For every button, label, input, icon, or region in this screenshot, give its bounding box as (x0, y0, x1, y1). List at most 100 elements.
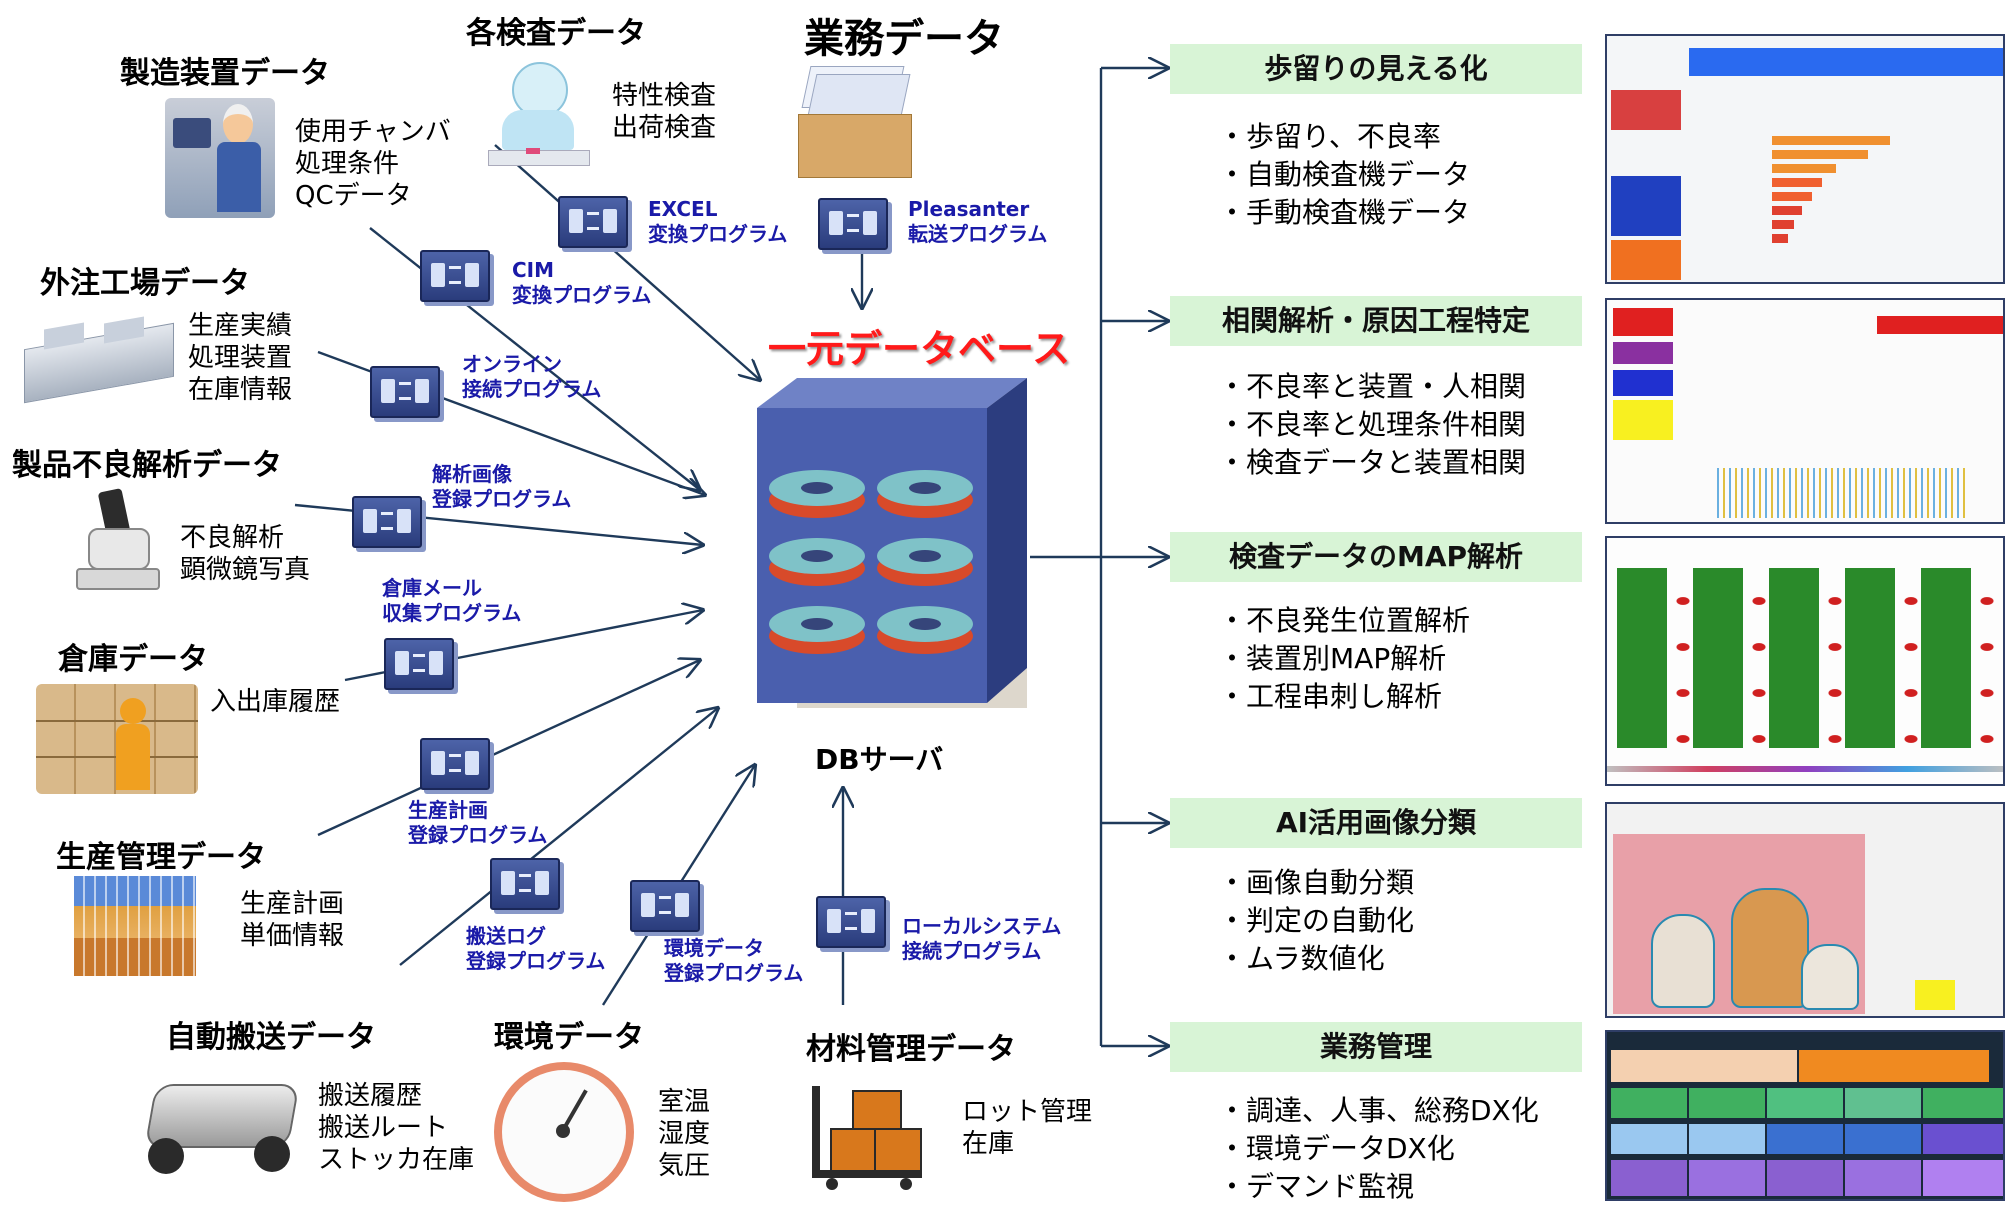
wafer-map-thumbnail-icon (1605, 536, 2005, 786)
arrow-plan (317, 660, 700, 837)
program-device-icon (818, 198, 888, 250)
source-title-warehouse: 倉庫データ (58, 642, 208, 677)
program-device-icon (352, 496, 422, 548)
thermometer-icon (494, 1062, 634, 1202)
source-item: 出荷検査 (612, 113, 717, 143)
db-server-icon (757, 378, 1027, 708)
document-box-icon (792, 66, 918, 178)
source-items-environment: 室温 湿度 気圧 (658, 1086, 710, 1182)
inspector-icon (488, 58, 590, 178)
program-device-icon (420, 250, 490, 302)
factory-building-icon (24, 306, 174, 406)
source-item: 気圧 (658, 1151, 711, 1181)
output-item: ・不良発生位置解析 (1218, 604, 1471, 637)
output-header-map: 検査データのMAP解析 (1170, 532, 1582, 582)
source-item: QCデータ (295, 181, 412, 211)
source-item: 生産計画 (240, 889, 345, 919)
source-item: 搬送履歴 (318, 1081, 423, 1111)
source-item: 室温 (658, 1087, 711, 1117)
source-item: 処理条件 (295, 149, 400, 179)
output-header-yield: 歩留りの見える化 (1170, 44, 1582, 94)
source-item: 特性検査 (612, 81, 717, 111)
db-title: 一元データベース (768, 327, 1071, 371)
program-label-mail: 倉庫メール収集プログラム (382, 576, 522, 625)
program-device-icon (420, 738, 490, 790)
source-item: 使用チャンバ (295, 117, 451, 147)
output-item: ・環境データDX化 (1218, 1132, 1455, 1165)
output-items-business: ・調達、人事、総務DX化 ・環境データDX化 ・デマンド監視 (1218, 1092, 1539, 1206)
source-items-inspection: 特性検査 出荷検査 (612, 80, 716, 144)
output-item: ・装置別MAP解析 (1218, 642, 1447, 675)
source-title-equipment: 製造装置データ (120, 56, 330, 91)
output-item: ・画像自動分類 (1218, 866, 1415, 899)
disk-icons (769, 470, 973, 654)
output-item: ・ムラ数値化 (1218, 942, 1385, 975)
source-items-agv: 搬送履歴 搬送ルート ストッカ在庫 (318, 1080, 474, 1176)
source-item: ロット管理 (962, 1097, 1093, 1127)
source-item: 不良解析 (180, 523, 285, 553)
correlation-thumbnail-icon (1605, 298, 2005, 524)
page-title: 業務データ (804, 16, 1004, 62)
source-title-inspection: 各検査データ (466, 16, 646, 51)
production-chart-icon (74, 876, 196, 976)
program-label-online: オンライン接続プログラム (462, 352, 602, 401)
program-label-env: 環境データ登録プログラム (664, 936, 804, 985)
program-label-transport: 搬送ログ登録プログラム (466, 924, 606, 973)
output-item: ・自動検査機データ (1218, 158, 1471, 191)
source-item: 生産実績 (188, 311, 293, 341)
source-item: 在庫 (962, 1129, 1015, 1159)
program-device-icon (370, 366, 440, 418)
source-items-equipment: 使用チャンバ 処理条件 QCデータ (295, 116, 451, 212)
program-label-image: 解析画像登録プログラム (432, 462, 572, 511)
output-item: ・歩留り、不良率 (1218, 120, 1441, 153)
source-items-production: 生産計画 単価情報 (240, 888, 344, 952)
source-title-agv: 自動搬送データ (166, 1020, 376, 1055)
source-title-material: 材料管理データ (806, 1032, 1016, 1067)
arrow-transport (399, 708, 718, 966)
source-item: ストッカ在庫 (318, 1145, 475, 1175)
output-item: ・不良率と処理条件相関 (1218, 408, 1527, 441)
source-item: 処理装置 (188, 343, 293, 373)
program-device-icon (630, 880, 700, 932)
output-item: ・調達、人事、総務DX化 (1218, 1094, 1539, 1127)
output-items-correlation: ・不良率と装置・人相関 ・不良率と処理条件相関 ・検査データと装置相関 (1218, 368, 1526, 482)
source-title-environment: 環境データ (494, 1020, 644, 1055)
program-device-icon (816, 896, 886, 948)
source-items-outsource: 生産実績 処理装置 在庫情報 (188, 310, 292, 406)
agv-icon (136, 1062, 306, 1180)
program-label-plan: 生産計画登録プログラム (408, 798, 548, 847)
source-item: 搬送ルート (318, 1113, 449, 1143)
output-item: ・手動検査機データ (1218, 196, 1471, 229)
output-item: ・工程串刺し解析 (1218, 680, 1443, 713)
program-device-icon (558, 196, 628, 248)
business-thumbnail-icon (1605, 1030, 2005, 1201)
source-item: 顕微鏡写真 (180, 555, 311, 585)
source-item: 入出庫履歴 (210, 687, 341, 717)
program-device-icon (490, 858, 560, 910)
source-items-warehouse: 入出庫履歴 (210, 686, 340, 718)
source-item: 単価情報 (240, 921, 345, 951)
ai-dogs-thumbnail-icon (1605, 802, 2005, 1018)
output-item: ・判定の自動化 (1218, 904, 1415, 937)
source-items-defect: 不良解析 顕微鏡写真 (180, 522, 310, 586)
source-items-material: ロット管理 在庫 (962, 1096, 1092, 1160)
cart-icon (812, 1080, 932, 1192)
output-item: ・検査データと装置相関 (1218, 446, 1527, 479)
source-item: 在庫情報 (188, 375, 293, 405)
output-header-ai: AI活用画像分類 (1170, 798, 1582, 848)
output-item: ・デマンド監視 (1218, 1170, 1415, 1203)
program-label-local: ローカルシステム接続プログラム (902, 914, 1062, 963)
program-device-icon (384, 638, 454, 690)
source-item: 湿度 (658, 1119, 711, 1149)
output-item: ・不良率と装置・人相関 (1218, 370, 1527, 403)
output-header-correlation: 相関解析・原因工程特定 (1170, 296, 1582, 346)
output-items-yield: ・歩留り、不良率 ・自動検査機データ ・手動検査機データ (1218, 118, 1470, 232)
output-items-ai: ・画像自動分類 ・判定の自動化 ・ムラ数値化 (1218, 864, 1414, 978)
factory-worker-icon (165, 98, 275, 218)
db-server-label: DBサーバ (815, 743, 944, 776)
output-items-map: ・不良発生位置解析 ・装置別MAP解析 ・工程串刺し解析 (1218, 602, 1470, 716)
